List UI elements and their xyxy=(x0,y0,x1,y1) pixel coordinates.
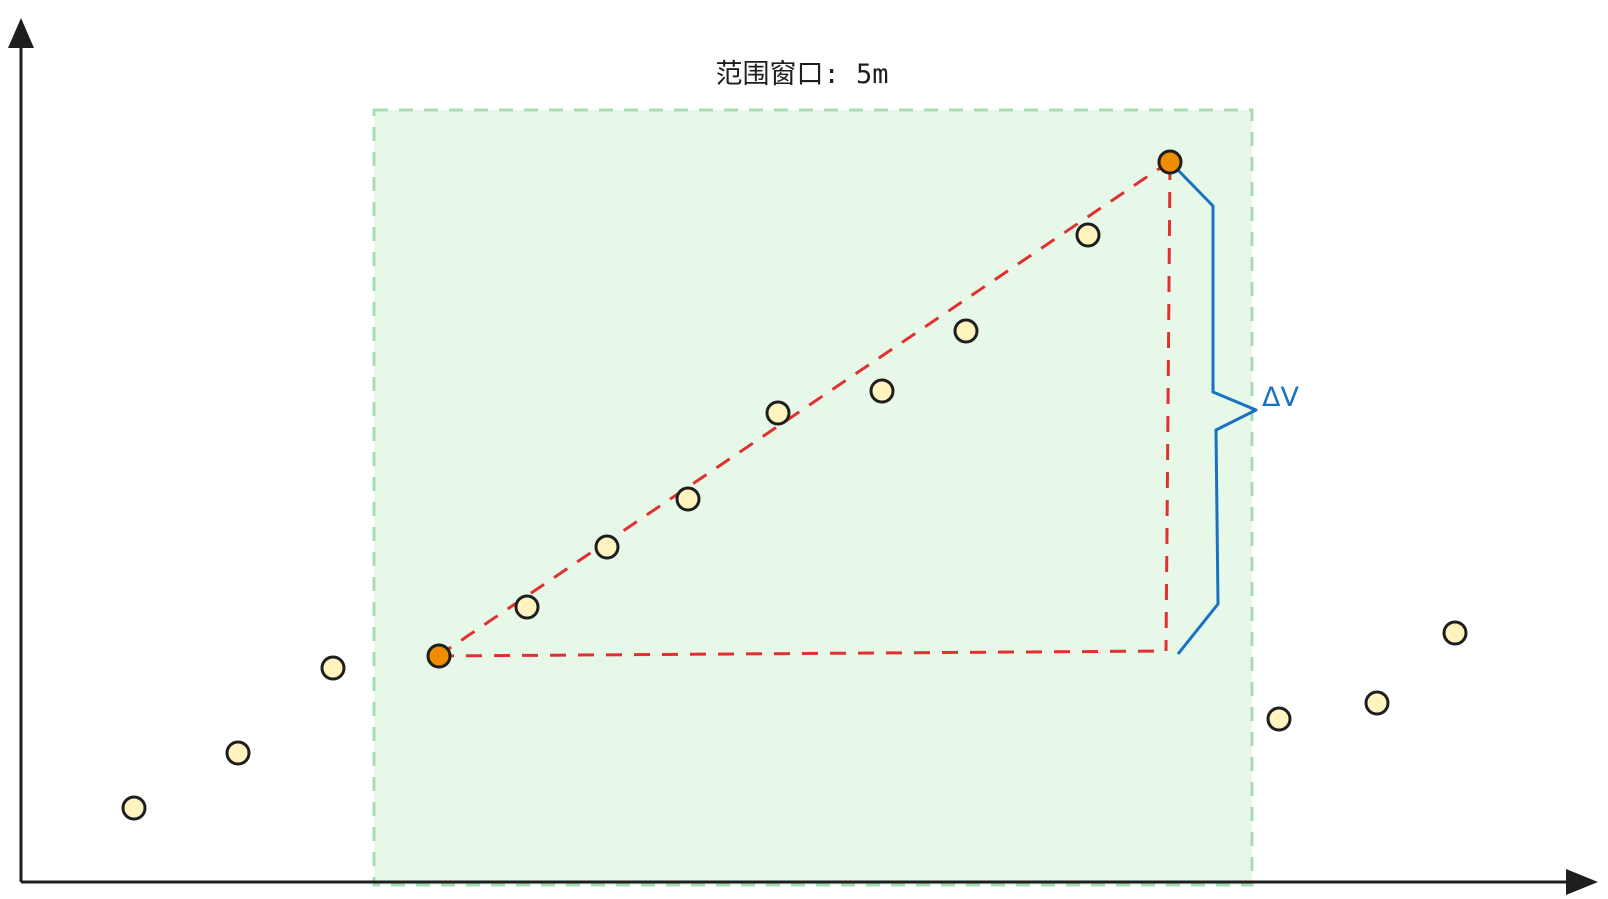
data-point xyxy=(1075,222,1101,248)
endpoint-marker xyxy=(1157,149,1183,175)
x-axis-arrowhead xyxy=(1566,869,1598,895)
horizontal-leg xyxy=(437,649,1167,658)
data-point xyxy=(765,400,791,426)
data-point xyxy=(1442,620,1468,646)
data-point xyxy=(1364,690,1390,716)
y-axis-arrowhead xyxy=(8,18,34,48)
data-point xyxy=(1266,706,1292,732)
data-point xyxy=(320,655,346,681)
data-point xyxy=(225,740,251,766)
data-point xyxy=(514,594,540,620)
vertical-leg xyxy=(1164,163,1172,652)
data-points xyxy=(121,149,1468,821)
data-point xyxy=(953,318,979,344)
delta-v-label: ΔV xyxy=(1262,382,1299,413)
data-point xyxy=(121,795,147,821)
data-point xyxy=(869,378,895,404)
slope-line xyxy=(437,162,1167,658)
data-point xyxy=(675,486,701,512)
window-label-text: 范围窗口: 5m xyxy=(715,59,889,90)
delta-brace xyxy=(1174,166,1258,655)
range-window xyxy=(372,108,1254,887)
endpoint-marker xyxy=(426,643,452,669)
window-label: 范围窗口: 5m xyxy=(0,52,1608,91)
data-point xyxy=(594,534,620,560)
